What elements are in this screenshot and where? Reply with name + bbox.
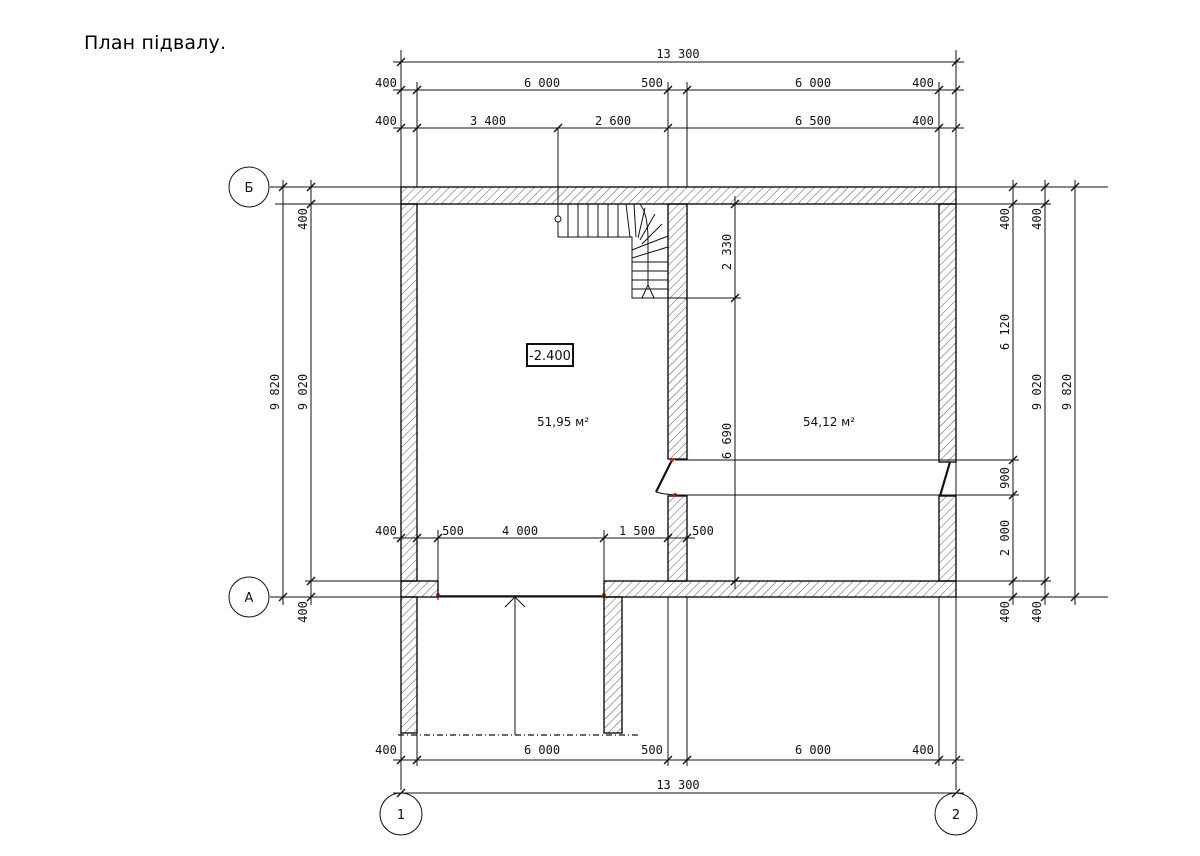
dim-right-outer-top: 400 [1030,208,1044,230]
dimension-lines [275,61,1076,794]
right-door-leaf [938,461,952,497]
dimension-ticks [278,57,1080,798]
wall-annex-left [400,596,418,734]
door-leaf [655,459,673,493]
stairs [554,128,669,299]
door-dot-top [670,458,674,462]
dim-partition-lower: 6 690 [720,423,734,459]
dim-right-seg-4: 400 [998,601,1012,623]
dim-bottom-total: 13 300 [656,778,699,792]
dim-left-top-wall: 400 [296,208,310,230]
dim-left-outer: 9 820 [268,374,282,410]
page-title: План підвалу. [84,32,227,54]
dim-top-r1-4: 400 [912,76,934,90]
wall-bottom-left-stub [400,580,439,598]
walls [400,186,957,734]
dim-top-total: 13 300 [656,47,699,61]
dim-top-r1-0: 400 [375,76,397,90]
dim-top-r2-4: 400 [912,114,934,128]
axis-b-bubble [228,166,270,208]
dim-top-r1-3: 6 000 [795,76,831,90]
grid-axes [228,50,1108,836]
level-mark-box [526,343,574,367]
room-area-left: 51,95 м² [537,415,589,429]
axis-b-label: Б [245,181,254,196]
axis-a-bubble [228,576,270,618]
dim-partition-upper: 2 330 [720,234,734,270]
dim-top-r2-1: 3 400 [470,114,506,128]
wall-right-lower [938,495,957,582]
axis-a-label: А [245,591,254,606]
dim-right-seg-3: 2 000 [998,520,1012,556]
axis-1-label: 1 [397,808,405,823]
dim-bottom-r1-1: 6 000 [524,743,560,757]
door-swing [655,491,676,496]
dim-top-r1-2: 500 [641,76,663,90]
wall-partition-upper [667,203,688,460]
dim-bottom-inner-3: 1 500 [619,524,655,538]
wall-right [938,203,957,463]
dim-left-inner: 9 020 [296,374,310,410]
dim-top-r1-1: 6 000 [524,76,560,90]
dim-bottom-r1-3: 6 000 [795,743,831,757]
dim-bottom-r1-4: 400 [912,743,934,757]
dim-right-outer-bot: 400 [1030,601,1044,623]
dimension-labels: 13 300 400 6 000 500 6 000 400 400 3 400… [268,47,1074,792]
wall-bottom-right [603,580,957,598]
dim-right-outer: 9 820 [1060,374,1074,410]
dim-bottom-inner-4: 500 [692,524,714,538]
dim-bottom-r1-2: 500 [641,743,663,757]
dim-top-r2-0: 400 [375,114,397,128]
wall-left [400,203,418,582]
dim-top-r2-2: 2 600 [595,114,631,128]
dim-left-bot-wall: 400 [296,601,310,623]
dim-right-seg-2: 900 [998,467,1012,489]
dim-bottom-inner-1: 500 [442,524,464,538]
wall-annex-right [603,596,623,734]
dim-bottom-r1-0: 400 [375,743,397,757]
dim-right-inner: 9 020 [1030,374,1044,410]
room-area-right: 54,12 м² [803,415,855,429]
level-mark: -2.400 [529,349,571,364]
dim-right-seg-1: 6 120 [998,314,1012,350]
dim-bottom-inner-2: 4 000 [502,524,538,538]
axis-2-label: 2 [952,808,960,823]
wall-top [400,186,957,205]
dim-right-seg-0: 400 [998,208,1012,230]
dim-top-r2-3: 6 500 [795,114,831,128]
dim-bottom-inner-0: 400 [375,524,397,538]
